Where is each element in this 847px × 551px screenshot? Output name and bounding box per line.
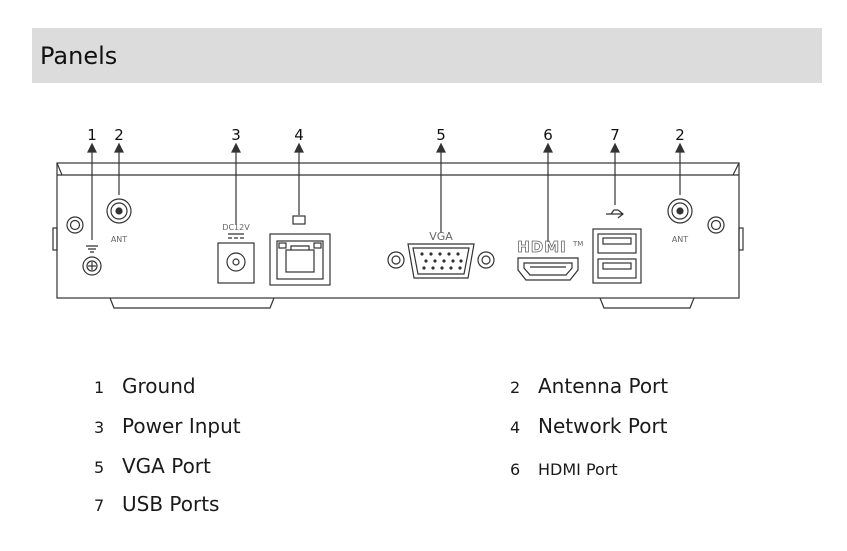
antenna-port-right [667,198,693,224]
callout-7: 7 [610,126,620,144]
callout-2-right: 2 [675,126,685,144]
section-header: Panels [32,28,822,83]
dc-label: DC12V [222,223,250,232]
callout-5: 5 [436,126,446,144]
hdmi-port [517,257,579,281]
callout-3: 3 [231,126,241,144]
chassis [52,162,744,309]
trademark-label: TM [572,240,583,248]
callout-6: 6 [543,126,553,144]
power-input [217,233,255,284]
usb-ports [592,209,642,284]
vga-label: VGA [429,230,453,243]
ant-right-label: ANT [672,235,688,244]
left-screw [66,216,84,234]
callout-4: 4 [294,126,304,144]
network-port [269,215,331,286]
antenna-port-left [106,198,132,224]
right-screw [707,216,725,234]
leader-lines [87,142,685,242]
callout-2: 2 [114,126,124,144]
hdmi-logo-label: HDMI [517,238,567,256]
vga-port [387,243,495,279]
ant-left-label: ANT [111,235,127,244]
callout-1: 1 [87,126,97,144]
section-title: Panels [40,41,118,70]
ground-terminal [82,245,102,276]
